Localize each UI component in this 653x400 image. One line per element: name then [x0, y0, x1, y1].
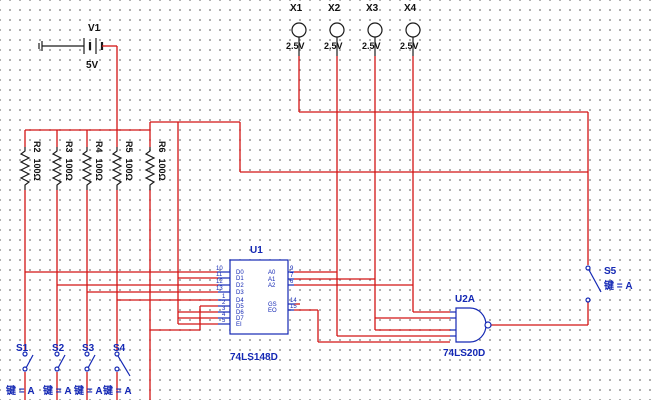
battery-ref: V1 — [88, 23, 101, 34]
switch-key: 键 = A — [603, 279, 633, 292]
resistor-label: R4100Ω — [94, 141, 104, 181]
pin-name: GS — [268, 302, 277, 308]
switch-key: 键 = A — [5, 384, 35, 397]
pin-number: 9 — [290, 266, 294, 272]
pin-number: 15 — [290, 304, 297, 310]
lamp-ref: X2 — [328, 3, 341, 14]
switch-key: 键 = A — [42, 384, 72, 397]
pin-name: D5 — [236, 304, 244, 310]
pin-number: 1 — [222, 294, 226, 300]
pin-name: D4 — [236, 298, 244, 304]
resistor-r4[interactable]: R4100Ω — [81, 141, 104, 190]
lamp-value: 2.5V — [400, 41, 419, 51]
pin-name: A1 — [268, 277, 276, 283]
lamp-x4[interactable]: X4 2.5V — [400, 3, 421, 56]
lamp-value: 2.5V — [362, 41, 381, 51]
resistor-r5[interactable]: R5100Ω — [111, 141, 134, 190]
encoder-part: 74LS148D — [230, 352, 278, 363]
switch-ref: S2 — [52, 343, 65, 354]
resistor-r6[interactable]: R6100Ω — [144, 141, 167, 190]
pin-name: D1 — [236, 276, 244, 282]
resistor-r2[interactable]: R2100Ω — [19, 141, 42, 190]
switch-ref: S5 — [604, 266, 617, 277]
pin-number: 12 — [216, 279, 223, 285]
lamp-value: 2.5V — [324, 41, 343, 51]
resistor-r3[interactable]: R3100Ω — [51, 141, 74, 190]
lamp-x3[interactable]: X3 2.5V — [362, 3, 383, 56]
pin-number: 7 — [290, 273, 294, 279]
nand-part: 74LS20D — [443, 348, 485, 359]
pin-number: 3 — [222, 306, 226, 312]
lamp-x2[interactable]: X2 2.5V — [324, 3, 345, 56]
pin-name: A0 — [268, 270, 276, 276]
switch-ref: S3 — [82, 343, 95, 354]
pin-number: 2 — [222, 300, 226, 306]
pin-name: D7 — [236, 316, 244, 322]
pin-name: D3 — [236, 290, 244, 296]
pin-number: 5 — [222, 318, 226, 324]
pin-number: 11 — [216, 272, 223, 278]
wires — [24, 46, 589, 400]
pin-number: 6 — [290, 279, 294, 285]
lamp-ref: X4 — [404, 3, 417, 14]
nand-gate-u2a[interactable]: U2A 74LS20D — [443, 294, 492, 359]
pin-number: 14 — [290, 298, 297, 304]
pin-number: 10 — [216, 266, 223, 272]
resistor-label: R2100Ω — [32, 141, 42, 181]
switch-s5[interactable]: S5 键 = A — [585, 265, 633, 303]
pin-name: A2 — [268, 283, 276, 289]
pin-name: D6 — [236, 310, 244, 316]
pin-number: 4 — [222, 312, 226, 318]
pin-name: EI — [236, 322, 242, 328]
switch-key: 键 = A — [102, 384, 132, 397]
switch-s1[interactable]: S1 键 = A — [5, 343, 35, 397]
switch-s3[interactable]: S3 键 = A — [73, 343, 103, 397]
pin-name: D2 — [236, 283, 244, 289]
battery-v1[interactable]: V1 5V — [38, 23, 117, 71]
lamp-ref: X3 — [366, 3, 379, 14]
switch-s4[interactable]: S4 键 = A — [102, 343, 132, 397]
battery-value: 5V — [86, 60, 99, 71]
switch-ref: S4 — [113, 343, 126, 354]
lamp-value: 2.5V — [286, 41, 305, 51]
pin-name: EO — [268, 308, 277, 314]
pin-name: D0 — [236, 270, 244, 276]
lamp-ref: X1 — [290, 3, 303, 14]
resistor-label: R5100Ω — [124, 141, 134, 181]
encoder-ref: U1 — [250, 245, 263, 256]
switch-s2[interactable]: S2 键 = A — [42, 343, 72, 397]
encoder-u1[interactable]: U1 74LS148D D0 D1 D2 D3 D4 D5 D6 D7 EI 1… — [216, 245, 297, 363]
switch-key: 键 = A — [73, 384, 103, 397]
pin-number: 13 — [216, 286, 223, 292]
nand-ref: U2A — [455, 294, 475, 305]
resistor-label: R6100Ω — [157, 141, 167, 181]
lamp-x1[interactable]: X1 2.5V — [286, 3, 307, 56]
resistor-label: R3100Ω — [64, 141, 74, 181]
switch-ref: S1 — [16, 343, 29, 354]
